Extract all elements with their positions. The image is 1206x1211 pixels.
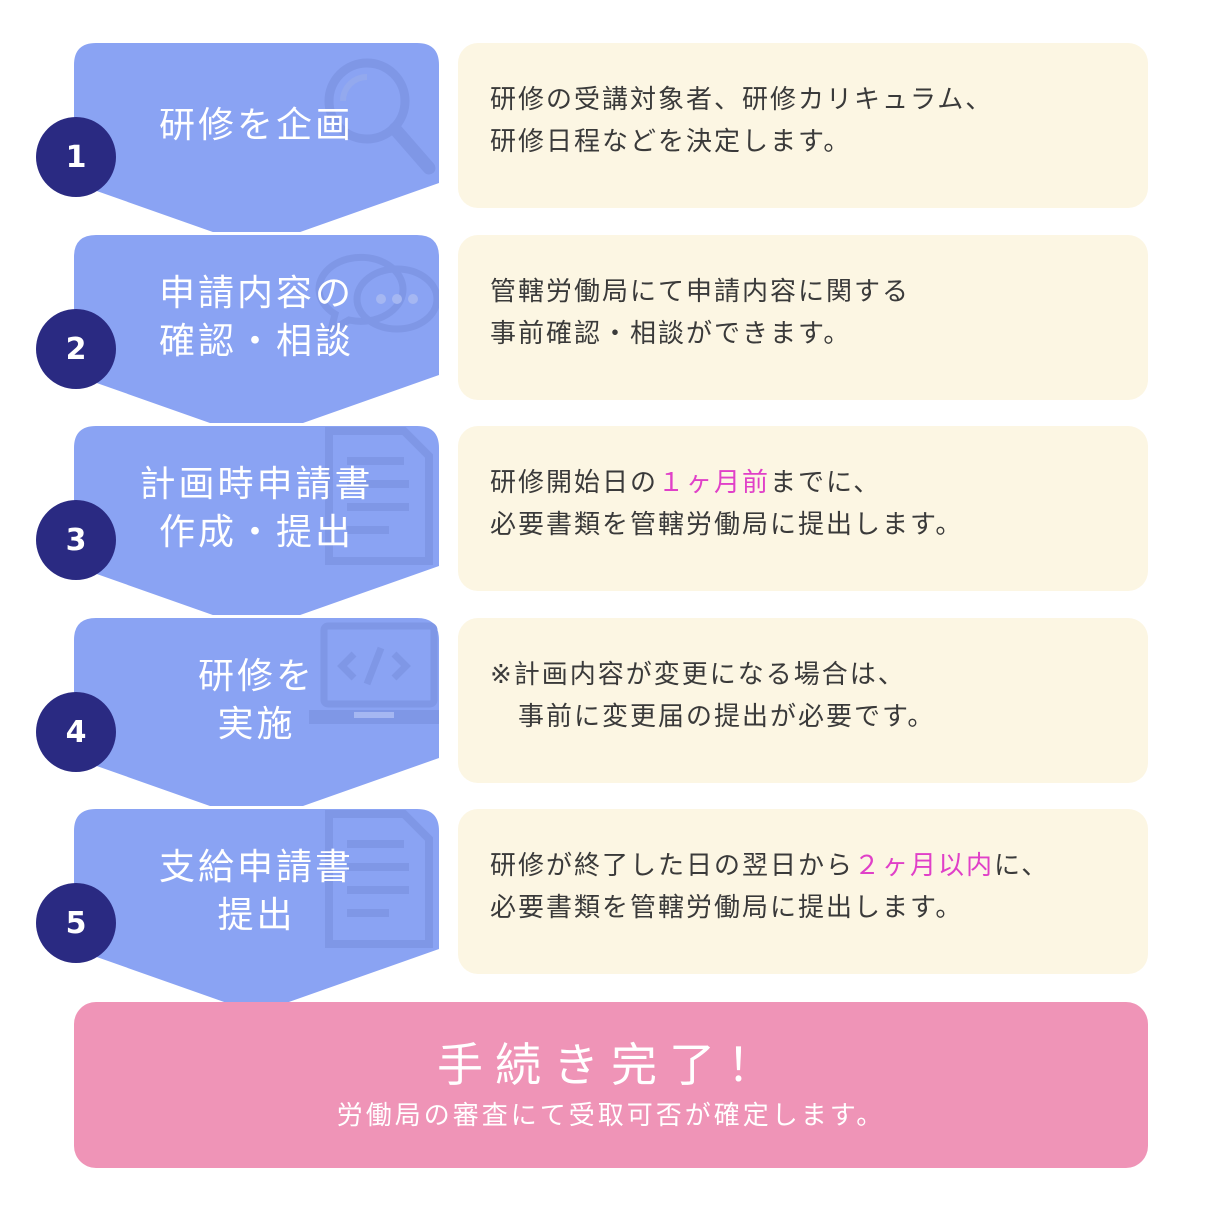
step-chevron: 研修を 実施 — [71, 615, 442, 828]
description-text: 研修の受講対象者、研修カリキュラム、 — [490, 85, 994, 115]
description-line: ※計画内容が変更になる場合は、 — [490, 654, 1128, 696]
step-number-badge: 4 — [36, 692, 116, 772]
step-description-box: 研修の受講対象者、研修カリキュラム、研修日程などを決定します。 — [458, 43, 1148, 208]
description-line: 必要書類を管轄労働局に提出します。 — [490, 504, 1128, 546]
description-text: 研修日程などを決定します。 — [490, 127, 852, 157]
description-text: 事前確認・相談ができます。 — [490, 319, 852, 349]
flow-step: 研修を企画 1 研修の受講対象者、研修カリキュラム、研修日程などを決定します。 — [0, 40, 1206, 253]
description-line: 必要書類を管轄労働局に提出します。 — [490, 887, 1128, 929]
description-line: 事前に変更届の提出が必要です。 — [490, 696, 1128, 738]
description-line: 管轄労働局にて申請内容に関する — [490, 271, 1128, 313]
description-line: 研修日程などを決定します。 — [490, 121, 1128, 163]
description-line: 研修が終了した日の翌日から２ヶ月以内に、 — [490, 845, 1128, 887]
highlighted-deadline: ２ヶ月以内 — [854, 851, 995, 881]
chat-bubbles-icon — [309, 235, 439, 375]
description-text: 事前に変更届の提出が必要です。 — [490, 702, 936, 732]
description-line: 事前確認・相談ができます。 — [490, 313, 1128, 355]
completion-subtitle: 労働局の審査にて受取可否が確定します。 — [336, 1101, 886, 1131]
description-text: 管轄労働局にて申請内容に関する — [490, 277, 911, 307]
step-label: 研修を 実施 — [197, 655, 315, 745]
description-text: に、 — [994, 851, 1050, 881]
step-chevron: 申請内容の 確認・相談 — [71, 232, 442, 445]
step-number-badge: 3 — [36, 500, 116, 580]
step-chevron: 計画時申請書 作成・提出 — [71, 423, 442, 636]
magnifier-icon — [309, 43, 439, 183]
laptop-code-icon — [309, 618, 439, 758]
flow-step: 研修を 実施 4 ※計画内容が変更になる場合は、 事前に変更届の提出が必要です。 — [0, 615, 1206, 828]
step-label: 研修を企画 — [158, 104, 354, 146]
step-number-badge: 5 — [36, 883, 116, 963]
step-label: 申請内容の 確認・相談 — [158, 272, 354, 362]
step-chevron: 研修を企画 — [71, 40, 442, 253]
step-number-badge: 1 — [36, 117, 116, 197]
step-description-box: 管轄労働局にて申請内容に関する事前確認・相談ができます。 — [458, 235, 1148, 400]
step-number-badge: 2 — [36, 309, 116, 389]
document-icon — [309, 809, 439, 949]
description-line: 研修の受講対象者、研修カリキュラム、 — [490, 79, 1128, 121]
completion-box: 手続き完了！ 労働局の審査にて受取可否が確定します。 — [74, 1002, 1148, 1168]
step-description-box: 研修が終了した日の翌日から２ヶ月以内に、必要書類を管轄労働局に提出します。 — [458, 809, 1148, 974]
description-line: 研修開始日の１ヶ月前までに、 — [490, 462, 1128, 504]
description-text: 必要書類を管轄労働局に提出します。 — [490, 510, 964, 540]
document-icon — [309, 426, 439, 566]
highlighted-deadline: １ヶ月前 — [658, 468, 771, 498]
description-text: ※計画内容が変更になる場合は、 — [490, 660, 906, 690]
completion-title: 手続き完了！ — [437, 1038, 785, 1092]
step-label: 支給申請書 提出 — [158, 846, 354, 936]
flow-step: 申請内容の 確認・相談 2 管轄労働局にて申請内容に関する事前確認・相談ができます。 — [0, 232, 1206, 445]
step-description-box: ※計画内容が変更になる場合は、 事前に変更届の提出が必要です。 — [458, 618, 1148, 783]
description-text: 必要書類を管轄労働局に提出します。 — [490, 893, 964, 923]
step-label: 計画時申請書 作成・提出 — [139, 463, 374, 553]
step-description-box: 研修開始日の１ヶ月前までに、必要書類を管轄労働局に提出します。 — [458, 426, 1148, 591]
description-text: 研修が終了した日の翌日から — [490, 851, 855, 881]
description-text: 研修開始日の — [490, 468, 659, 498]
flow-step: 計画時申請書 作成・提出 3 研修開始日の１ヶ月前までに、必要書類を管轄労働局に提出… — [0, 423, 1206, 636]
description-text: までに、 — [770, 468, 882, 498]
step-chevron: 支給申請書 提出 — [71, 806, 442, 1019]
